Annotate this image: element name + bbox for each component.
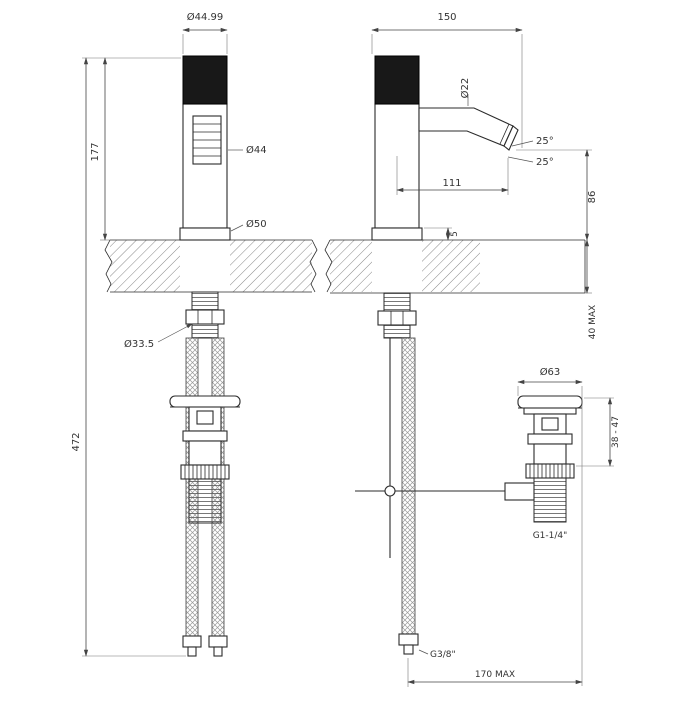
side-mounting-shank: [377, 292, 417, 339]
side-waste-knurl: [525, 463, 575, 479]
front-popup-waste: [169, 395, 241, 524]
front-waste-knurl: [180, 464, 230, 480]
rod-clamp: [504, 482, 535, 501]
side-base: [371, 227, 423, 241]
waste-clicker: [541, 417, 559, 431]
front-spray-nozzle: [192, 115, 222, 165]
dim-angle-upper: 25°: [536, 136, 554, 147]
waste-clicker: [196, 410, 214, 425]
dim-drain-range: 38 - 47: [611, 416, 621, 448]
dim-front-spray-diameter: Ø44: [246, 144, 267, 156]
hose-fitting: [208, 635, 228, 648]
dim-drain-diameter: Ø63: [540, 366, 561, 378]
dim-front-height: 177: [90, 142, 101, 161]
front-mounting-shank: [185, 291, 225, 339]
rod-ball-joint: [384, 485, 396, 497]
dim-spout-diameter: Ø22: [459, 78, 471, 99]
front-dimensions: Ø44.99 177 472 Ø44 Ø50 Ø33.5: [71, 11, 267, 657]
side-view: 150 Ø22 25° 25° 111 86 40 MAX 5 Ø: [324, 12, 621, 687]
dim-angle-lower: 25°: [536, 157, 554, 168]
dim-side-depth: 150: [437, 12, 456, 23]
hose-fitting: [182, 635, 202, 648]
front-handle: [182, 55, 228, 105]
dim-deck-max: 40 MAX: [588, 305, 598, 339]
front-faucet-body: [179, 55, 231, 241]
break-line: [104, 239, 113, 293]
dim-front-shank-diameter: Ø33.5: [124, 338, 154, 350]
hose-fitting: [398, 633, 419, 646]
side-spout: [418, 107, 519, 151]
dim-base-height: 5: [450, 231, 460, 237]
dim-spout-height: 86: [587, 191, 598, 204]
side-dimensions: 150 Ø22 25° 25° 111 86 40 MAX 5 Ø: [371, 12, 621, 687]
spout-aerator: [503, 125, 519, 151]
side-supply-hose: [398, 337, 419, 655]
break-line: [309, 239, 318, 293]
side-popup-waste: [517, 395, 583, 523]
dim-spout-reach: 111: [442, 178, 461, 189]
front-countertop: [104, 239, 318, 293]
dim-offset-max: 170 MAX: [475, 670, 515, 680]
dim-front-total-height: 472: [71, 432, 82, 451]
label-drain-thread: G1-1/4": [533, 531, 568, 541]
popup-rod-linkage: [355, 338, 535, 558]
dim-front-base-diameter: Ø50: [246, 218, 267, 230]
side-countertop: [324, 239, 586, 294]
side-faucet-body: [371, 55, 519, 241]
front-base: [179, 227, 231, 241]
front-view: Ø44.99 177 472 Ø44 Ø50 Ø33.5: [71, 11, 318, 657]
break-line: [324, 239, 333, 293]
side-handle: [374, 55, 420, 105]
label-hose-thread: G3/8": [430, 650, 456, 660]
dim-front-top-diameter: Ø44.99: [187, 11, 224, 23]
